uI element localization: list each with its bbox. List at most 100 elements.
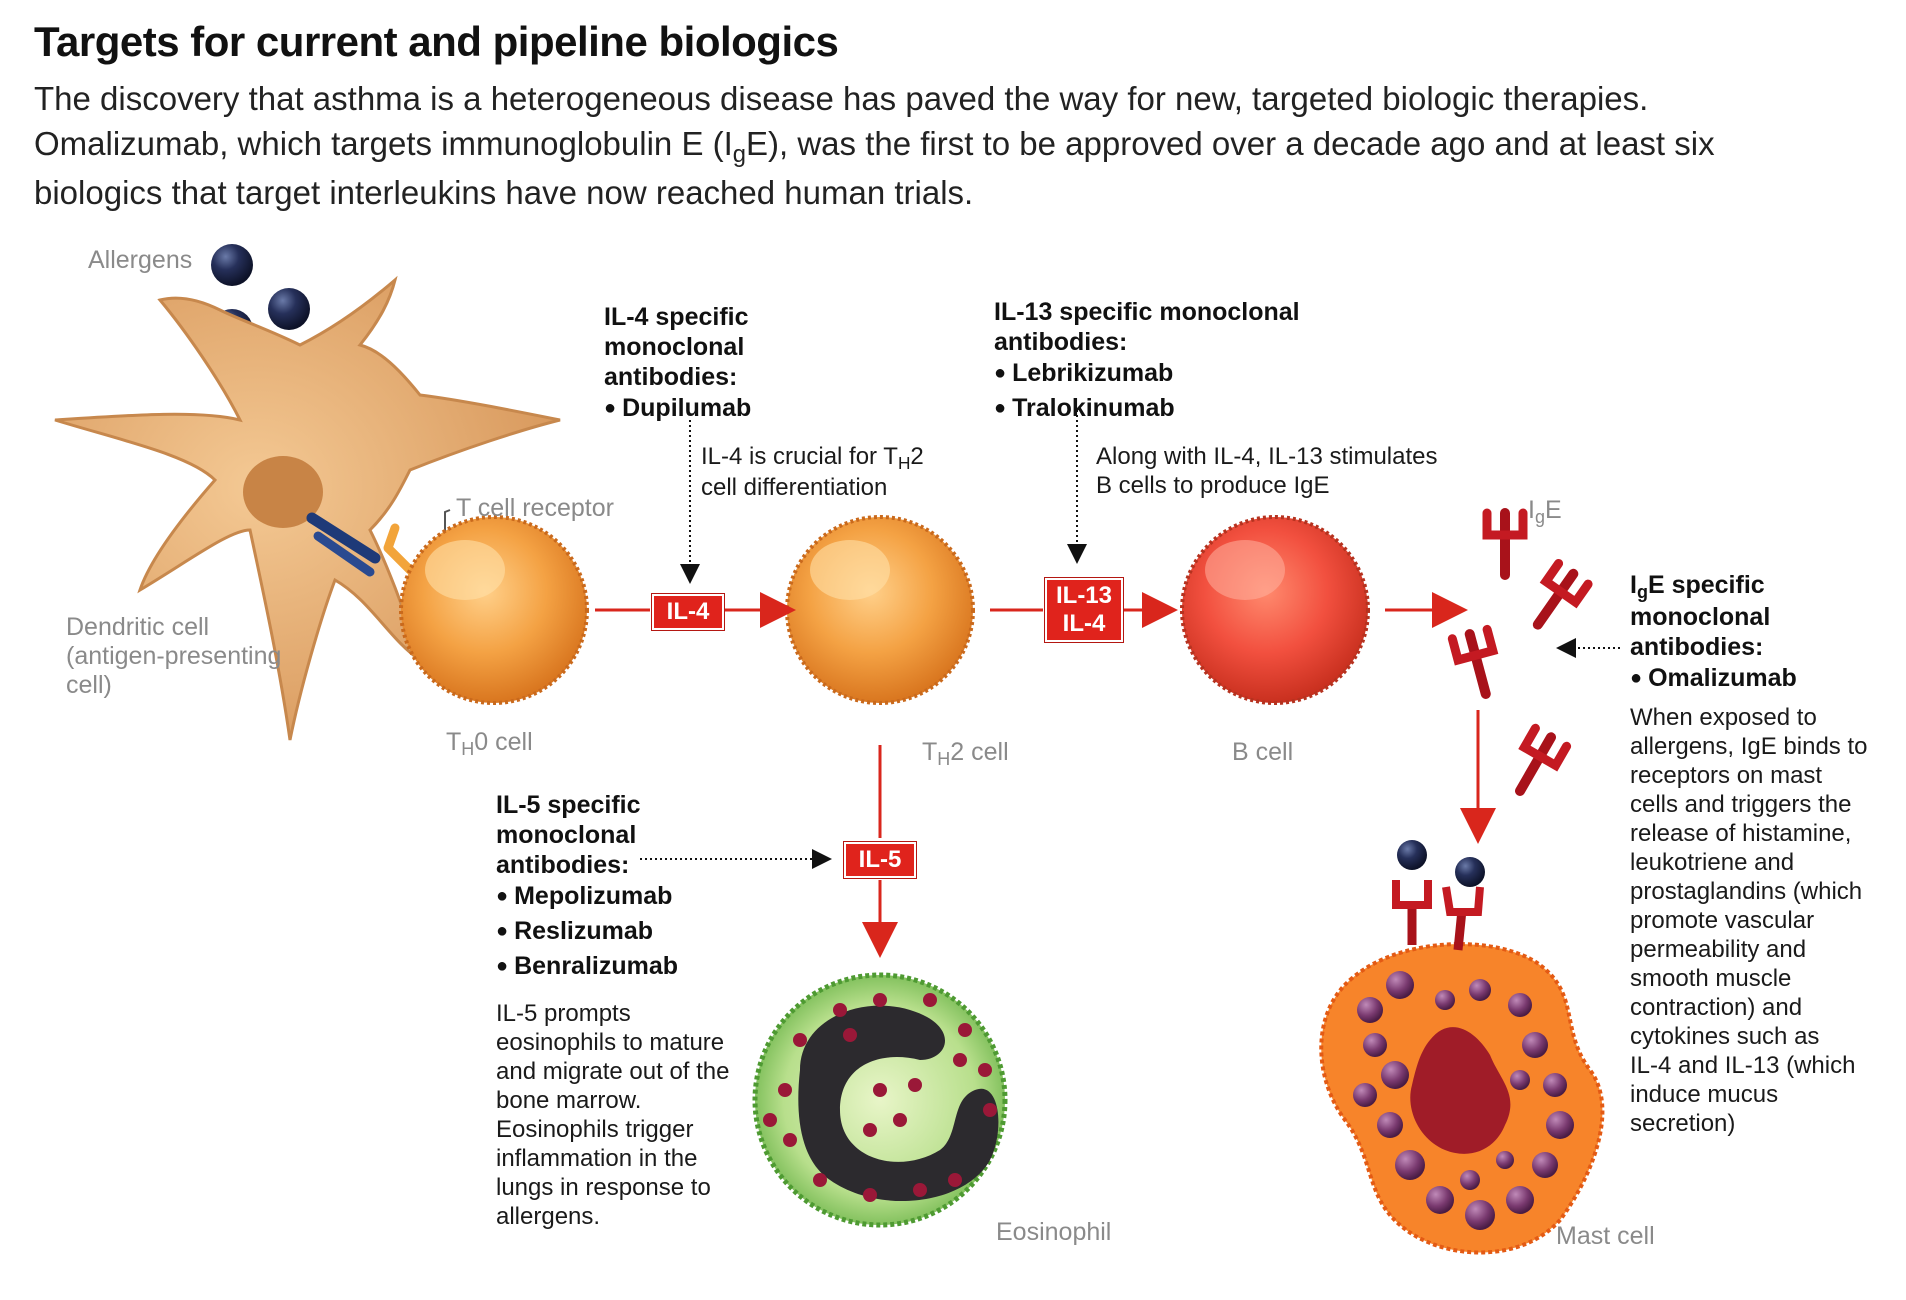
ige-title-rest: E specific <box>1647 571 1765 599</box>
mhc-rod-1 <box>306 512 381 564</box>
dendritic-cell-label-3: cell) <box>66 671 112 699</box>
dendritic-cell-label: Dendritic cell (antigen-presenting cell) <box>66 613 281 700</box>
drug-dupilumab: Dupilumab <box>604 392 884 427</box>
drug-lebrikizumab: Lebrikizumab <box>994 357 1394 392</box>
eosinophil-label: Eosinophil <box>996 1218 1112 1246</box>
b-cell-label: B cell <box>1232 738 1294 766</box>
ige-note-2: allergens, IgE binds to <box>1630 733 1868 760</box>
ige-note-7: prostaglandins (which <box>1630 878 1863 905</box>
th0-label-rest: 0 cell <box>474 728 533 756</box>
il13-badge-line: IL-13 <box>1055 582 1112 609</box>
ige-label-e: E <box>1544 496 1562 524</box>
th2-label-rest: 2 cell <box>950 738 1009 766</box>
th0-highlight <box>425 540 505 600</box>
dendritic-nucleus <box>243 456 323 528</box>
subtitle-line-2b: E), was the first to be approved over a … <box>746 125 1715 162</box>
il4-title-1: IL-4 specific <box>604 303 749 331</box>
ige-antibody-1 <box>1482 508 1528 580</box>
ige-note: When exposed to allergens, IgE binds to … <box>1630 703 1900 1138</box>
mast-cell-label: Mast cell <box>1556 1222 1655 1250</box>
il5-title-1: IL-5 specific <box>496 791 641 819</box>
il13-title-2: antibodies: <box>994 328 1128 356</box>
drug-tralokinumab: Tralokinumab <box>994 392 1394 427</box>
il13-title-1: IL-13 specific monoclonal <box>994 298 1300 326</box>
ige-title-sub: g <box>1636 582 1648 603</box>
ige-note-10: smooth muscle <box>1630 965 1792 992</box>
il4-box-title: IL-4 specific monoclonal antibodies: <box>604 302 884 392</box>
eosinophil-nucleus <box>798 1005 999 1202</box>
mast-cell-granules <box>1353 971 1574 1230</box>
drug-benralizumab: Benralizumab <box>496 950 796 985</box>
drug-reslizumab: Reslizumab <box>496 915 796 950</box>
il13-note-1: Along with IL-4, IL-13 stimulates <box>1096 443 1438 470</box>
il5-note-6: inflammation in the <box>496 1145 698 1172</box>
ige-note-4: cells and triggers the <box>1630 791 1852 818</box>
ige-note-14: induce mucus <box>1630 1081 1779 1108</box>
th2-label-sub: H <box>937 749 951 770</box>
il13-note: Along with IL-4, IL-13 stimulates B cell… <box>1096 442 1516 500</box>
subtitle-line-3: biologics that target interleukins have … <box>34 174 974 211</box>
b-cell <box>1180 515 1370 705</box>
il5-note: IL-5 prompts eosinophils to mature and m… <box>496 999 796 1231</box>
th0-cell-label: TH0 cell <box>446 728 533 760</box>
il4-title-3: antibodies: <box>604 363 738 391</box>
ige-note-5: release of histamine, <box>1630 820 1852 847</box>
th2-cell <box>785 515 975 705</box>
ige-note-1: When exposed to <box>1630 704 1817 731</box>
il4-note-2: cell differentiation <box>701 474 888 501</box>
th2-label-t: T <box>922 738 938 766</box>
il4-title-2: monoclonal <box>604 333 745 361</box>
ige-title-3: antibodies: <box>1630 633 1764 661</box>
ige-title-2: monoclonal <box>1630 603 1771 631</box>
il5-note-8: allergens. <box>496 1203 601 1230</box>
ige-antibody-2 <box>1532 558 1593 630</box>
drug-mepolizumab: Mepolizumab <box>496 880 796 915</box>
il5-note-3: and migrate out of the <box>496 1058 730 1085</box>
subtitle-line-2-sub: g <box>732 140 747 168</box>
il5-note-7: lungs in response to <box>496 1174 711 1201</box>
il4-badge: IL-4 <box>651 593 725 631</box>
ige-antibody-3 <box>1447 624 1499 699</box>
il4-antibody-box: IL-4 specific monoclonal antibodies: Dup… <box>604 302 884 427</box>
dendritic-cell-label-2: (antigen-presenting <box>66 642 282 670</box>
allergens-label: Allergens <box>88 246 193 274</box>
il5-badge: IL-5 <box>843 841 917 879</box>
mhc-rod-2 <box>313 531 375 577</box>
il5-antibody-box: IL-5 specific monoclonal antibodies: Mep… <box>496 790 796 1231</box>
th0-label-t: T <box>446 728 462 756</box>
ige-note-9: permeability and <box>1630 936 1807 963</box>
mast-receptor-2 <box>1442 857 1485 951</box>
dendritic-cell-label-1: Dendritic cell <box>66 613 210 641</box>
il5-note-5: Eosinophils trigger <box>496 1116 694 1143</box>
ige-antibody-box: IgE specific monoclonal antibodies: Omal… <box>1630 570 1900 1138</box>
subtitle-line-2a: Omalizumab, which targets immunoglobulin… <box>34 125 733 162</box>
ige-title-i: I <box>1630 571 1637 599</box>
il5-note-2: eosinophils to mature <box>496 1029 725 1056</box>
il13-antibody-box: IL-13 specific monoclonal antibodies: Le… <box>994 297 1394 427</box>
ige-antibody-4 <box>1515 723 1572 796</box>
ige-note-8: promote vascular <box>1630 907 1815 934</box>
ige-label-sub: g <box>1534 507 1545 528</box>
ige-note-6: leukotriene and <box>1630 849 1795 876</box>
th0-label-sub: H <box>461 739 475 760</box>
subtitle-line-1: The discovery that asthma is a heterogen… <box>34 80 1649 117</box>
th0-cell <box>399 515 589 705</box>
mast-receptor-1 <box>1392 840 1432 945</box>
b-cell-highlight <box>1205 540 1285 600</box>
ige-label-i: I <box>1528 496 1535 524</box>
th2-cell-label: TH2 cell <box>922 738 1009 770</box>
il4-note-sub: H <box>897 452 911 473</box>
t-cell-receptor-label: T cell receptor <box>456 494 614 522</box>
il5-title-3: antibodies: <box>496 851 630 879</box>
allergen-2 <box>268 288 310 330</box>
eosinophil-granules <box>763 993 997 1202</box>
ige-note-3: receptors on mast <box>1630 762 1823 789</box>
page-title: Targets for current and pipeline biologi… <box>34 18 839 65</box>
drug-omalizumab: Omalizumab <box>1630 662 1900 697</box>
il4b-badge-line: IL-4 <box>1062 610 1106 637</box>
il13-box-title: IL-13 specific monoclonal antibodies: <box>994 297 1394 357</box>
ige-note-15: secretion) <box>1630 1110 1736 1137</box>
il5-title-2: monoclonal <box>496 821 637 849</box>
ige-note-12: cytokines such as <box>1630 1023 1820 1050</box>
